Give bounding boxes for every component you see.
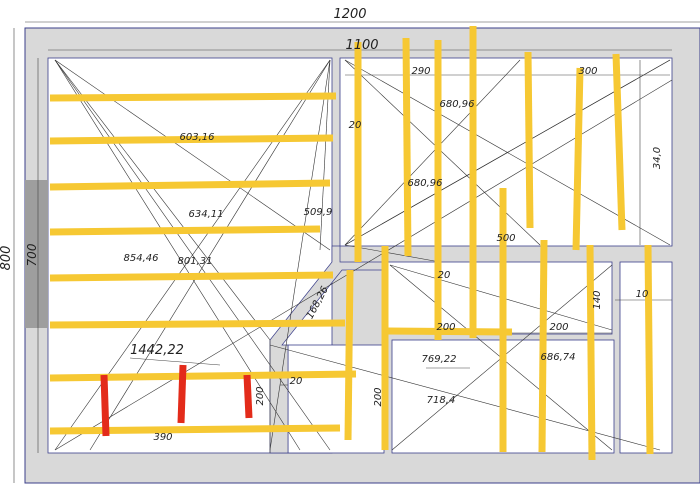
dim-label: 680,96 (408, 178, 443, 189)
inner-height-label: 700 (25, 243, 39, 266)
dim-label: 603,16 (180, 132, 215, 143)
dim-label: 34,0 (652, 147, 663, 169)
joist (586, 244, 596, 461)
red-beam (100, 374, 110, 437)
joist (49, 92, 337, 102)
joist (49, 370, 357, 382)
dim-label: 634,11 (189, 209, 224, 220)
opening-left (25, 180, 48, 328)
joist (344, 269, 354, 441)
dim-label: 200 (436, 322, 455, 333)
dim-label: 686,74 (541, 352, 576, 363)
dim-label: 20 (290, 376, 303, 387)
dim-label: 200 (255, 386, 266, 405)
joist (49, 179, 331, 191)
joists-right (344, 26, 654, 461)
dim-label: 680,96 (440, 99, 475, 110)
outer-height-label: 800 (0, 246, 14, 271)
dim-label: 290 (411, 66, 430, 77)
dim-label: 854,46 (124, 253, 159, 264)
joist (387, 327, 513, 336)
dim-label: 200 (373, 387, 384, 406)
joist (49, 424, 341, 435)
joist (402, 37, 412, 257)
dim-label: 500 (496, 233, 515, 244)
dim-label: 20 (438, 270, 451, 281)
dim-label: 200 (549, 322, 568, 333)
joist (612, 53, 626, 231)
dim-label: 509,9 (304, 207, 333, 218)
joist (538, 239, 548, 453)
dim-label: 10 (636, 289, 649, 300)
joist (524, 51, 534, 229)
dim-label: 20 (349, 120, 362, 131)
dim-label: 801,31 (178, 256, 213, 267)
joist (49, 134, 334, 145)
inner-width-label: 1100 (345, 38, 378, 53)
dim-label: 140 (592, 290, 603, 309)
dim-label: 769,22 (422, 354, 457, 365)
red-beam (177, 364, 187, 424)
construction-lines (54, 59, 673, 451)
dim-label: 300 (578, 66, 597, 77)
room-bottom-center (287, 344, 385, 454)
outer-width-label: 1200 (333, 7, 366, 22)
joist (572, 67, 584, 251)
joist (49, 319, 346, 329)
dim-label: 1442,22 (130, 343, 184, 358)
joist (49, 271, 334, 282)
red-beam (243, 374, 253, 419)
dim-label: 390 (153, 432, 172, 443)
joist (644, 244, 654, 455)
joist (49, 225, 321, 236)
red-members (100, 364, 253, 437)
dim-label: 718,4 (427, 395, 456, 406)
